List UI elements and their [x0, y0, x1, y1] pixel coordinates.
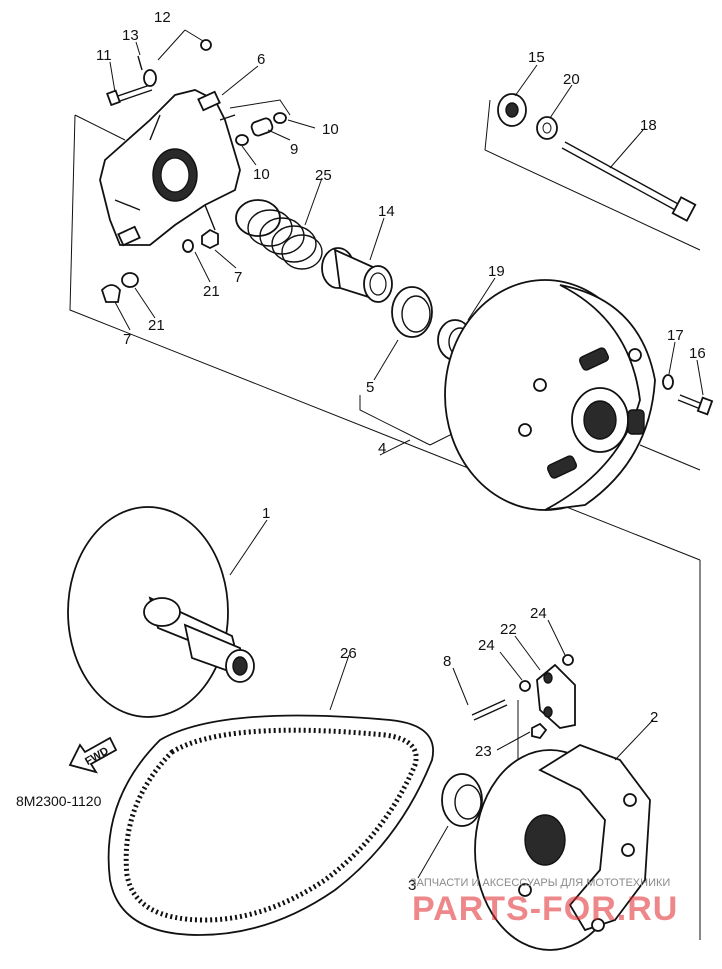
callout-15: 15	[528, 49, 545, 66]
watermark-logo-text: PARTS-FOR.RU	[412, 890, 678, 928]
fixed-sheave-1	[67, 506, 255, 718]
callout-11: 11	[96, 47, 112, 64]
callout-2: 2	[650, 709, 658, 726]
roller-9	[235, 112, 287, 146]
callout-18: 18	[640, 117, 657, 134]
callout-8: 8	[443, 653, 451, 670]
callout-26: 26	[340, 645, 357, 662]
callout-21b: 21	[148, 317, 165, 334]
callout-22: 22	[500, 621, 517, 638]
reference-code: 8M2300-1120	[16, 793, 102, 809]
bolt-11	[106, 84, 153, 107]
seal-5	[391, 286, 433, 338]
callout-1: 1	[262, 505, 270, 522]
washer-12b	[143, 69, 157, 87]
bracket-22	[519, 654, 576, 740]
callout-10a: 10	[253, 166, 270, 183]
callout-24b: 24	[530, 605, 547, 622]
bushing-3	[441, 773, 483, 827]
callout-23: 23	[475, 743, 492, 760]
pin-8	[471, 699, 508, 721]
callout-10b: 10	[322, 121, 339, 138]
bolt-18	[497, 93, 697, 222]
callout-4: 4	[378, 440, 386, 457]
callout-14: 14	[378, 203, 395, 220]
callout-17: 17	[667, 327, 684, 344]
callout-9: 9	[290, 141, 298, 158]
callout-16: 16	[689, 345, 706, 362]
bushing-14	[321, 247, 393, 303]
callout-19: 19	[488, 263, 505, 280]
callout-12: 12	[154, 9, 171, 26]
pin-13	[137, 55, 143, 71]
callout-3: 3	[408, 877, 416, 894]
callout-5: 5	[366, 379, 374, 396]
spring-25	[235, 199, 323, 270]
nut-7-washer-21	[100, 228, 219, 303]
callout-13: 13	[122, 27, 139, 44]
washer-12	[200, 39, 212, 51]
callout-20: 20	[563, 71, 580, 88]
fwd-arrow	[68, 736, 118, 774]
leader-lines	[109, 41, 704, 879]
callout-7b: 7	[234, 269, 242, 286]
sliding-sheave-2	[474, 744, 651, 951]
spider-assembly	[99, 89, 241, 247]
callout-24a: 24	[478, 637, 495, 654]
drive-belt-26	[107, 714, 434, 936]
callout-25: 25	[315, 167, 332, 184]
callout-6: 6	[257, 51, 265, 68]
fwd-label: FWD	[83, 745, 111, 768]
callout-7a: 7	[123, 331, 131, 348]
callout-21a: 21	[203, 283, 220, 300]
bolt-16-washer-17	[662, 374, 714, 416]
sliding-sheave-4	[444, 279, 656, 511]
callout-labels: 1 2 3 4 5 6 7 7 8 9 10 10 11 12 13 14 15…	[96, 9, 706, 894]
watermark-tagline: ЗАПЧАСТИ И АКСЕССУАРЫ ДЛЯ МОТОТЕХНИКИ	[410, 877, 670, 889]
